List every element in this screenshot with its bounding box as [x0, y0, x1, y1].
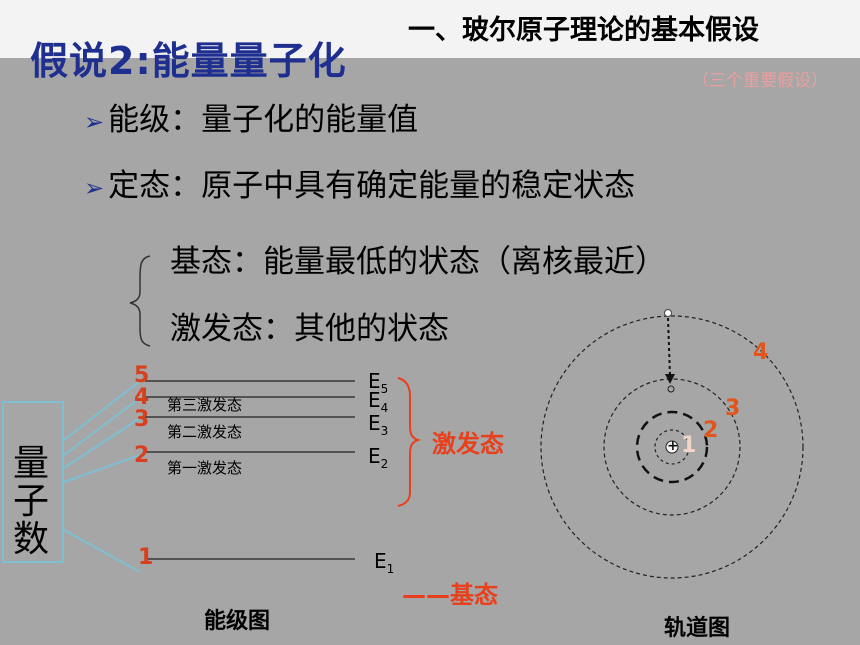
- quantum-connector-lines: [63, 380, 141, 573]
- orbit-3: [603, 378, 741, 516]
- level-state-label: 第一激发态: [167, 459, 243, 477]
- level-diagram-caption: 能级图: [204, 609, 271, 634]
- excited-state-label: 激发态: [432, 430, 504, 458]
- top-band: [0, 0, 860, 58]
- state-brace: [129, 255, 151, 347]
- transition-arrow-line: [667, 317, 671, 377]
- section-title: 一、玻尔原子理论的基本假设: [408, 15, 759, 46]
- orbit-number-2: 2: [703, 418, 719, 443]
- level-number: 3: [134, 407, 150, 432]
- section-subtitle: （三个重要假设）: [692, 71, 828, 91]
- ground-state-label: ——基态: [402, 581, 498, 609]
- orbit-number-3: 3: [725, 396, 741, 421]
- arrow-bullet-icon: ➢: [84, 174, 105, 202]
- energy-label: E3: [368, 411, 389, 438]
- bullet-text: 定态：原子中具有确定能量的稳定状态: [108, 168, 636, 204]
- level-number: 5: [134, 363, 150, 388]
- level-number: 1: [138, 545, 154, 570]
- quantum-number-label: 量子数: [12, 443, 49, 560]
- orbit-1: [654, 429, 690, 465]
- excited-state-definition: 激发态：其他的状态: [170, 311, 449, 347]
- electron-end-icon: [667, 385, 675, 393]
- energy-label: E5: [368, 369, 389, 396]
- hypothesis-title: 假说2:能量量子化: [30, 39, 347, 83]
- level-number: 4: [134, 385, 150, 410]
- bullet-energy-level: ➢能级：量子化的能量值: [84, 94, 418, 139]
- nucleus-icon: [665, 440, 679, 454]
- orbit-number-4: 4: [753, 340, 769, 365]
- level-state-label: 第三激发态: [167, 396, 243, 414]
- transition-arrow-head-icon: [665, 374, 675, 384]
- energy-label: E4: [368, 388, 389, 415]
- orbit-4: [540, 315, 804, 579]
- nucleus-sign: +: [667, 438, 679, 454]
- energy-label: E2: [368, 444, 389, 471]
- orbit-2: [635, 410, 709, 484]
- level-number: 2: [134, 443, 150, 468]
- bullet-stationary-state: ➢定态：原子中具有确定能量的稳定状态: [84, 160, 635, 205]
- orbit-diagram-caption: 轨道图: [664, 616, 731, 641]
- energy-label: E1: [374, 549, 395, 576]
- quantum-number-box: [2, 401, 64, 563]
- ground-state-definition: 基态：能量最低的状态（离核最近）: [170, 244, 666, 280]
- excited-brace: [397, 377, 422, 507]
- level-state-label: 第二激发态: [167, 423, 243, 441]
- bullet-text: 能级：量子化的能量值: [108, 102, 419, 138]
- orbit-number-1: 1: [681, 433, 697, 458]
- electron-start-icon: [664, 309, 672, 317]
- arrow-bullet-icon: ➢: [84, 108, 105, 136]
